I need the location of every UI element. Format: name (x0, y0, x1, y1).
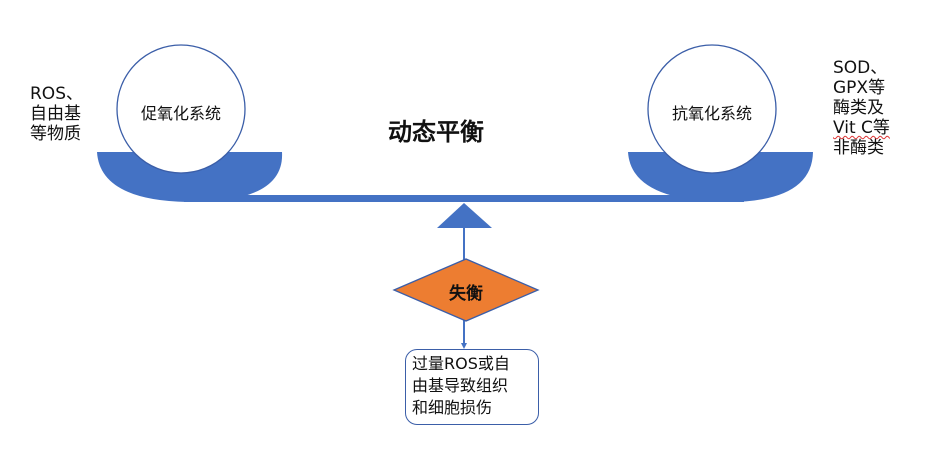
imbalance-label: 失衡 (449, 284, 483, 304)
right-side-text: SOD、 GPX等 酶类及 Vit C等 非酶类 (833, 58, 923, 158)
pro-oxidant-circle (116, 44, 246, 174)
result-line: 过量ROS或自 (412, 354, 510, 373)
tissue-damage-box: 过量ROS或自 由基导致组织 和细胞损伤 (405, 349, 539, 425)
arrow-head-icon (461, 343, 467, 349)
right-side-line: 酶类及 (833, 98, 884, 118)
left-side-line: 自由基 (30, 104, 81, 124)
right-side-line: GPX等 (833, 78, 886, 98)
left-scale-pan (97, 152, 283, 203)
fulcrum-triangle (437, 203, 492, 228)
left-side-line: ROS、 (30, 84, 83, 104)
right-side-line: SOD、 (833, 58, 888, 78)
result-line: 和细胞损伤 (412, 398, 493, 417)
right-side-line: 非酶类 (833, 138, 884, 158)
antioxidant-label: 抗氧化系统 (671, 104, 752, 123)
left-side-text: ROS、 自由基 等物质 (30, 84, 100, 144)
right-side-line: Vit C等 (833, 118, 890, 138)
result-line: 由基导致组织 (412, 376, 509, 395)
right-scale-pan (628, 152, 813, 203)
left-side-line: 等物质 (30, 124, 81, 144)
pro-oxidant-label: 促氧化系统 (140, 104, 221, 123)
antioxidant-circle (647, 44, 777, 174)
scale-beam (184, 195, 744, 202)
imbalance-diamond (392, 258, 540, 322)
dynamic-balance-title: 动态平衡 (388, 118, 484, 146)
